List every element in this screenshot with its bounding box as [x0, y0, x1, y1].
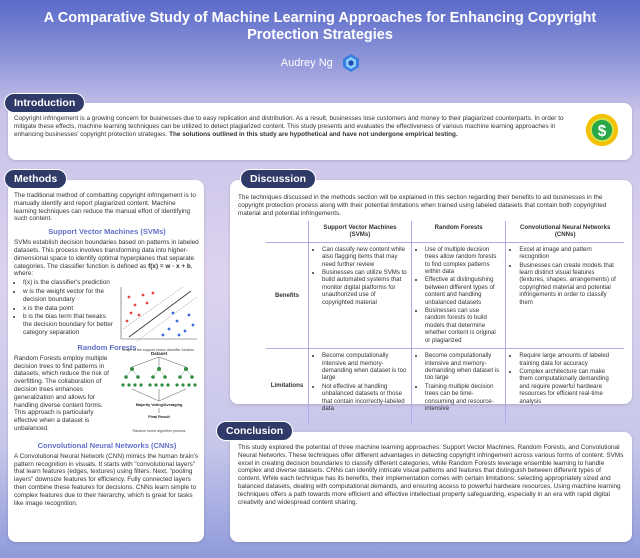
cell-bullet: Excel at image and pattern recognition	[519, 246, 620, 261]
svm-text: SVMs establish decision boundaries based…	[14, 239, 200, 278]
rf-block: Random Forests employ multiple decision …	[14, 351, 200, 437]
author-row: Audrey Ng	[0, 54, 640, 72]
table-cell: Become computationally intensive and mem…	[410, 348, 506, 423]
introduction-emphasis: The solutions outlined in this study are…	[169, 130, 458, 138]
svm-graph-caption: Graph of the support vector classifier f…	[121, 348, 195, 353]
rf-diagram-caption: Random forest algorithm process	[132, 428, 186, 433]
cell-bullet: Training multiple decision trees can be …	[425, 383, 501, 413]
discussion-intro: The techniques discussed in the methods …	[238, 194, 607, 217]
dollar-coin-icon: $	[585, 113, 619, 147]
methods-content: The traditional method of combatting cop…	[14, 192, 200, 507]
poster-title: A Comparative Study of Machine Learning …	[43, 10, 597, 43]
row-header-limitations: Limitations	[266, 348, 309, 423]
svm-bullet: f(x) is the classifier's prediction	[23, 279, 114, 287]
table-cell: Become computationally intensive and mem…	[308, 348, 412, 423]
svm-block: SVMs establish decision boundaries based…	[14, 239, 200, 352]
introduction-text: Copyright infringement is a growing conc…	[14, 115, 570, 138]
table-cell: Use of multiple decision trees allow ran…	[410, 241, 506, 349]
cell-bullet: Become computationally intensive and mem…	[322, 352, 407, 382]
table-cell: Require large amounts of labeled trainin…	[505, 348, 624, 423]
svm-bullet: w is the weight vector for the decision …	[23, 288, 114, 304]
svm-formula-where: , where:	[14, 262, 193, 278]
cell-bullet: Not effective at handling unbalanced dat…	[322, 383, 407, 413]
rf-diagram-dataset: Dataset	[151, 351, 168, 356]
conclusion-text: This study explored the potential of thr…	[238, 444, 624, 506]
cell-bullet: Require large amounts of labeled trainin…	[519, 352, 620, 367]
cell-bullet: Effective at distinguishing between diff…	[425, 276, 501, 306]
svm-description: SVMs establish decision boundaries based…	[14, 239, 199, 270]
cnn-heading: Convolutional Neural Networks (CNNs)	[37, 440, 177, 450]
rf-diagram-final: Final Result	[148, 415, 170, 419]
cell-bullet: Businesses can create models that learn …	[519, 262, 620, 306]
introduction-panel: Copyright infringement is a growing conc…	[8, 103, 632, 160]
poster-header: A Comparative Study of Machine Learning …	[0, 0, 640, 86]
svm-graph: Graph of the support vector classifier f…	[117, 285, 199, 353]
introduction-body: Copyright infringement is a growing conc…	[14, 115, 564, 138]
methods-tag: Methods	[4, 169, 68, 189]
cell-bullet: Complex architecture can make them compu…	[519, 368, 620, 405]
conclusion-tag: Conclusion	[216, 421, 294, 441]
introduction-tag: Introduction	[4, 93, 86, 113]
svg-text:$: $	[598, 123, 607, 140]
conclusion-panel: This study explored the potential of thr…	[230, 432, 632, 542]
row-header-benefits: Benefits	[266, 241, 309, 349]
column-header-svm: Support Vector Machines (SVMs)	[308, 221, 412, 243]
column-header-rf: Random Forests	[410, 221, 506, 243]
cnn-text: A Convolutional Neural Network (CNN) mim…	[14, 452, 199, 507]
methods-intro: The traditional method of combatting cop…	[14, 192, 196, 223]
logo-icon	[343, 54, 360, 72]
svm-scatter-plot	[120, 286, 198, 342]
cell-bullet: Businesses can use random forests to bui…	[425, 307, 501, 344]
discussion-panel: The techniques discussed in the methods …	[230, 180, 632, 423]
table-corner	[266, 221, 309, 242]
author-name: Audrey Ng	[280, 57, 333, 69]
svm-heading: Support Vector Machines (SVMs)	[48, 227, 166, 237]
table-header-row: Support Vector Machines (SVMs) Random Fo…	[266, 221, 624, 243]
column-header-cnn: Convolutional Neural Networks (CNNs)	[505, 221, 624, 243]
cell-bullet: Businesses can utilize SVMs to build aut…	[322, 269, 407, 306]
table-cell: Can classify new content while also flag…	[308, 241, 412, 349]
svm-bullet: b is the bias term that tweaks the decis…	[23, 313, 114, 336]
rf-text: Random Forests employ multiple decision …	[14, 354, 109, 432]
table-cell: Excel at image and pattern recognition B…	[505, 241, 624, 349]
svm-formula: f(x) = w · x + b	[148, 262, 191, 270]
svm-bullets: f(x) is the classifier's prediction w is…	[14, 279, 114, 337]
methods-panel: The traditional method of combatting cop…	[8, 180, 204, 542]
cell-bullet: Can classify new content while also flag…	[322, 246, 407, 268]
cell-bullet: Use of multiple decision trees allow ran…	[425, 246, 501, 276]
comparison-table: Support Vector Machines (SVMs) Random Fo…	[266, 221, 624, 423]
discussion-tag: Discussion	[240, 169, 317, 189]
random-forest-diagram: Dataset	[121, 351, 197, 419]
table-row-benefits: Benefits Can classify new content while …	[266, 241, 624, 349]
rf-heading: Random Forests	[77, 342, 137, 352]
svm-bullet: x is the data point	[23, 305, 114, 313]
table-row-limitations: Limitations Become computationally inten…	[266, 348, 624, 423]
rf-diagram: Dataset	[118, 349, 200, 434]
rf-diagram-voting: Majority Voting/Averaging	[136, 403, 183, 407]
cell-bullet: Become computationally intensive and mem…	[425, 352, 501, 382]
